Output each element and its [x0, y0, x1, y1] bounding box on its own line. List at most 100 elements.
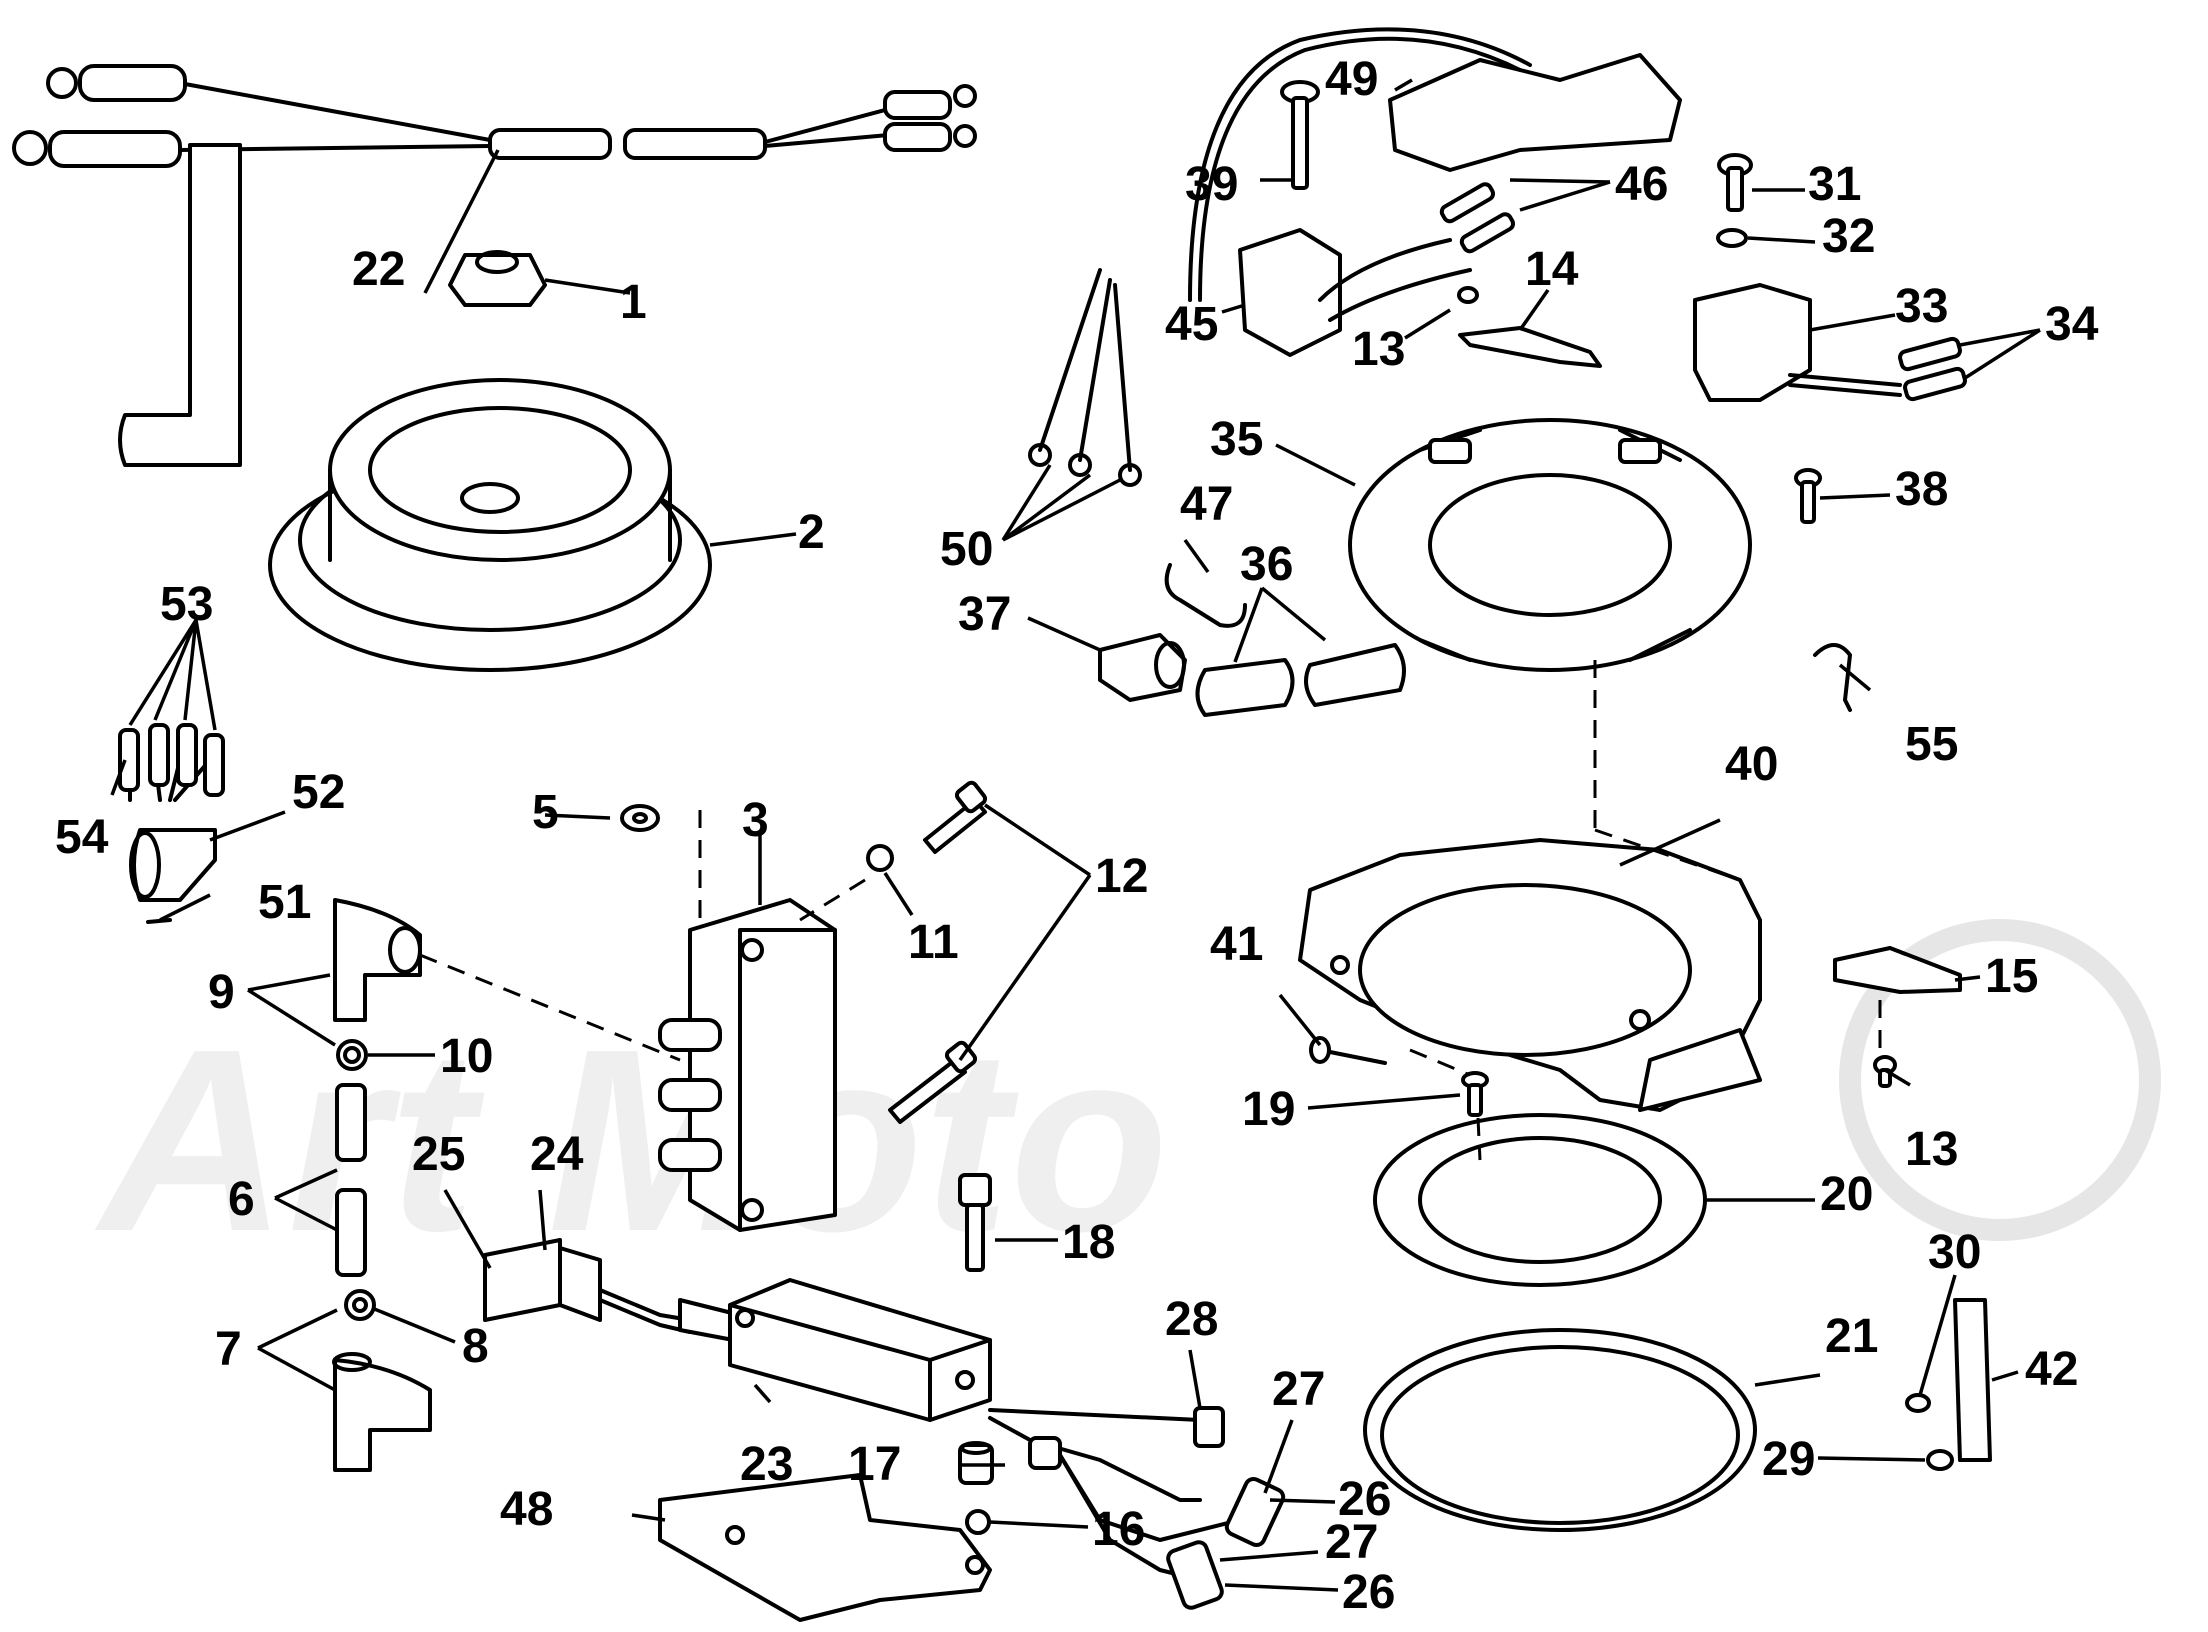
assembly-lines	[419, 660, 1882, 1161]
part-23-ignition-coil	[678, 1278, 1225, 1502]
callout-3: 3	[742, 794, 769, 847]
part-41-screw	[1309, 1036, 1387, 1065]
callout-25: 25	[412, 1128, 465, 1181]
part-9-elbow	[333, 898, 422, 1022]
callout-19: 19	[1242, 1083, 1295, 1136]
callout-54: 54	[55, 811, 109, 864]
callout-6: 6	[228, 1173, 255, 1226]
callout-52: 52	[292, 766, 345, 819]
part-55-tie	[1813, 643, 1852, 712]
part-36-sleeves	[1195, 643, 1406, 717]
callout-29: 29	[1762, 1433, 1815, 1486]
part-14-clamp	[1458, 326, 1602, 368]
callout-21: 21	[1825, 1310, 1878, 1363]
callout-40: 40	[1725, 738, 1778, 791]
part-12-screws	[888, 780, 988, 1124]
part-33-coil	[1693, 283, 1902, 402]
part-13a-screw	[1457, 286, 1479, 304]
part-48-bracket	[658, 1473, 992, 1622]
callout-42: 42	[2025, 1343, 2078, 1396]
callout-15: 15	[1985, 950, 2038, 1003]
part-42-terminal-block	[1953, 1298, 1992, 1462]
part-26-27-connectors	[1028, 1436, 1286, 1610]
callout-16: 16	[1092, 1503, 1145, 1556]
callout-14: 14	[1525, 243, 1579, 296]
part-5-washer	[620, 804, 660, 832]
part-30-screw	[1905, 1393, 1931, 1413]
watermark: Art Moto	[92, 919, 2161, 1286]
part-18-screw	[958, 1173, 992, 1272]
callout-23: 23	[740, 1438, 793, 1491]
callout-41: 41	[1210, 918, 1263, 971]
part-37-sensor	[1098, 633, 1187, 702]
part-31-screw	[1717, 153, 1753, 212]
callout-27-lower: 27	[1325, 1516, 1378, 1569]
part-3-power-pack	[658, 898, 837, 1232]
callout-12: 12	[1095, 850, 1148, 903]
callout-28: 28	[1165, 1293, 1218, 1346]
callout-48: 48	[500, 1483, 553, 1536]
part-7-elbow	[332, 1352, 432, 1472]
part-47-spring	[1164, 563, 1247, 628]
callout-32: 32	[1822, 210, 1875, 263]
part-1-nut	[448, 250, 547, 307]
callout-10: 10	[440, 1030, 493, 1083]
part-8-clamp	[344, 1289, 376, 1321]
part-50-ring-terminals	[1028, 268, 1142, 487]
part-40-retainer-plate	[1298, 838, 1762, 1112]
part-6-tubes	[335, 1083, 367, 1277]
callout-27-upper: 27	[1272, 1363, 1325, 1416]
callout-36: 36	[1240, 538, 1293, 591]
callout-38: 38	[1895, 463, 1948, 516]
callout-17: 17	[848, 1438, 901, 1491]
part-32-washer	[1716, 228, 1748, 248]
callout-11: 11	[908, 916, 959, 969]
callout-9: 9	[208, 966, 235, 1019]
part-38-screw	[1794, 468, 1822, 524]
watermark-wheel-icon	[1839, 919, 2161, 1241]
callout-1: 1	[620, 276, 647, 329]
callout-53: 53	[160, 578, 213, 631]
part-24-25-connector	[483, 1238, 692, 1334]
callout-34: 34	[2045, 298, 2099, 351]
callout-8: 8	[462, 1320, 489, 1373]
part-45-coil	[1238, 228, 1472, 357]
callout-labels: 1 2 3 5 6 7 8 9 10 11 12 13 13 14 15 16 …	[55, 53, 2099, 1619]
callout-35: 35	[1210, 413, 1263, 466]
callout-39: 39	[1185, 158, 1238, 211]
leader-lines	[110, 78, 2041, 1592]
callout-18: 18	[1062, 1216, 1115, 1269]
callout-26-lower: 26	[1342, 1566, 1395, 1619]
callout-13-right: 13	[1905, 1123, 1958, 1176]
part-21-ring	[1363, 1328, 1757, 1532]
part-49-charge-coil	[1188, 27, 1682, 302]
part-22-harness	[12, 64, 977, 467]
callout-46: 46	[1615, 158, 1668, 211]
part-20-ring	[1373, 1113, 1707, 1287]
part-35-armature-plate	[1348, 418, 1752, 672]
callout-37: 37	[958, 588, 1011, 641]
part-39-screw	[1280, 80, 1320, 190]
callout-30: 30	[1928, 1226, 1981, 1279]
callout-51: 51	[258, 876, 311, 929]
part-34-terminals	[1898, 336, 1967, 402]
part-2-flywheel	[268, 378, 712, 672]
part-19-screw	[1461, 1071, 1489, 1117]
callout-2: 2	[798, 506, 825, 559]
part-16-lockwasher	[965, 1509, 991, 1535]
part-29-screw	[1926, 1449, 1954, 1471]
callout-47: 47	[1180, 478, 1233, 531]
callout-20: 20	[1820, 1168, 1873, 1221]
callout-33: 33	[1895, 280, 1948, 333]
callout-26-upper: 26	[1338, 1473, 1391, 1526]
callout-24: 24	[530, 1128, 584, 1181]
part-46-terminals	[1439, 182, 1516, 254]
callout-22: 22	[352, 243, 405, 296]
part-15-clip	[1833, 946, 1962, 994]
part-10-clamp	[336, 1039, 368, 1071]
callout-5: 5	[532, 786, 559, 839]
callout-49: 49	[1325, 53, 1378, 106]
callout-7: 7	[215, 1323, 242, 1376]
callout-50: 50	[940, 523, 993, 576]
